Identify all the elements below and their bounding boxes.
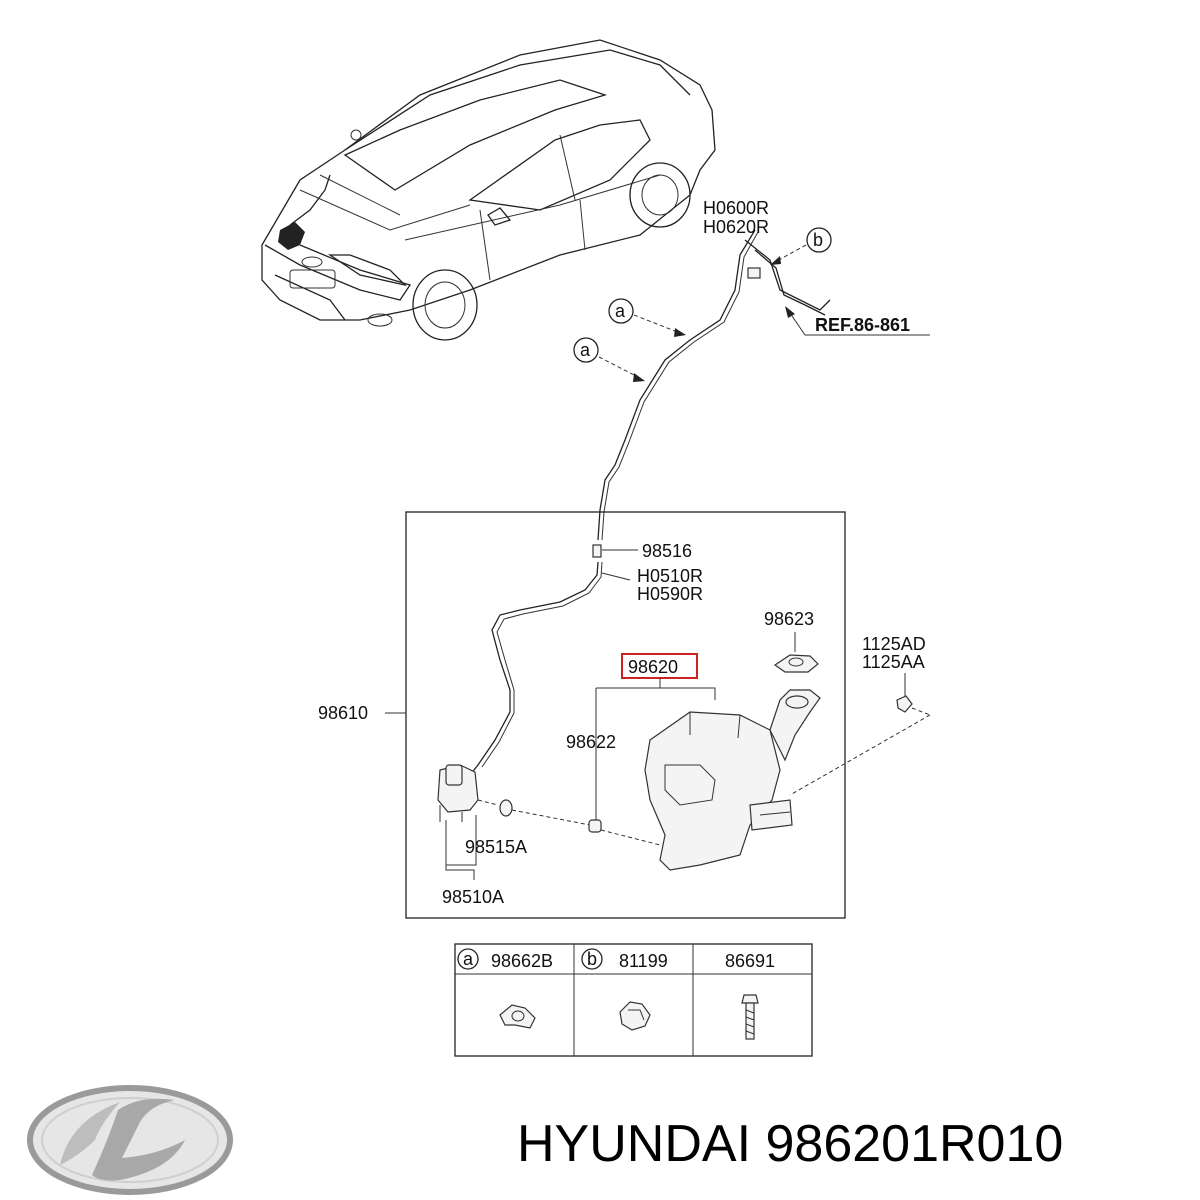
- callout-h0600r: H0600R: [703, 198, 769, 218]
- callout-98623: 98623: [764, 609, 814, 629]
- callout-h0620r: H0620R: [703, 217, 769, 237]
- callout-1125aa: 1125AA: [862, 652, 925, 672]
- callout-98515a: 98515A: [465, 837, 527, 857]
- marker-b: [806, 227, 832, 253]
- car-illustration: [261, 39, 716, 341]
- hyundai-logo-icon: [27, 1085, 233, 1195]
- assembly-box: [405, 511, 846, 919]
- callout-1125ad: 1125AD: [862, 634, 926, 654]
- legend-marker-a: a: [463, 949, 474, 969]
- clip-icon: [499, 1004, 536, 1029]
- brand-part-number: HYUNDAI 986201R010: [517, 1115, 1063, 1173]
- legend-part-86691: 86691: [725, 951, 775, 971]
- part-98622-icon: [588, 819, 602, 833]
- legend-part-81199: 81199: [619, 951, 668, 971]
- part-98516-icon: [592, 544, 602, 558]
- ref-label: REF.86-861: [815, 315, 910, 335]
- pump-icon: [437, 764, 479, 822]
- callout-98516: 98516: [642, 541, 692, 561]
- callout-h0590r: H0590R: [637, 584, 703, 604]
- callout-98510a: 98510A: [442, 887, 504, 907]
- callout-98622: 98622: [566, 732, 616, 752]
- marker-a-1: [608, 298, 634, 324]
- marker-b-label: b: [813, 230, 823, 250]
- callout-98610: 98610: [318, 703, 368, 723]
- reservoir-tank-icon: [644, 689, 821, 871]
- bolt-icon: [896, 695, 913, 713]
- marker-a-1-label: a: [615, 301, 626, 321]
- cap-icon: [773, 654, 819, 673]
- callout-98620: 98620: [628, 657, 678, 677]
- legend-table: a 98662B b 81199 86691: [454, 943, 813, 1057]
- grommet-icon: [499, 799, 513, 817]
- callout-h0510r: H0510R: [637, 566, 703, 586]
- marker-a-2-label: a: [580, 340, 591, 360]
- washer-hose-upper: [597, 229, 831, 541]
- legend-marker-b: b: [587, 949, 597, 969]
- screw-icon: [741, 994, 759, 1040]
- marker-a-2: [573, 337, 599, 363]
- clamp-icon: [619, 1001, 651, 1031]
- legend-part-98662b: 98662B: [491, 951, 553, 971]
